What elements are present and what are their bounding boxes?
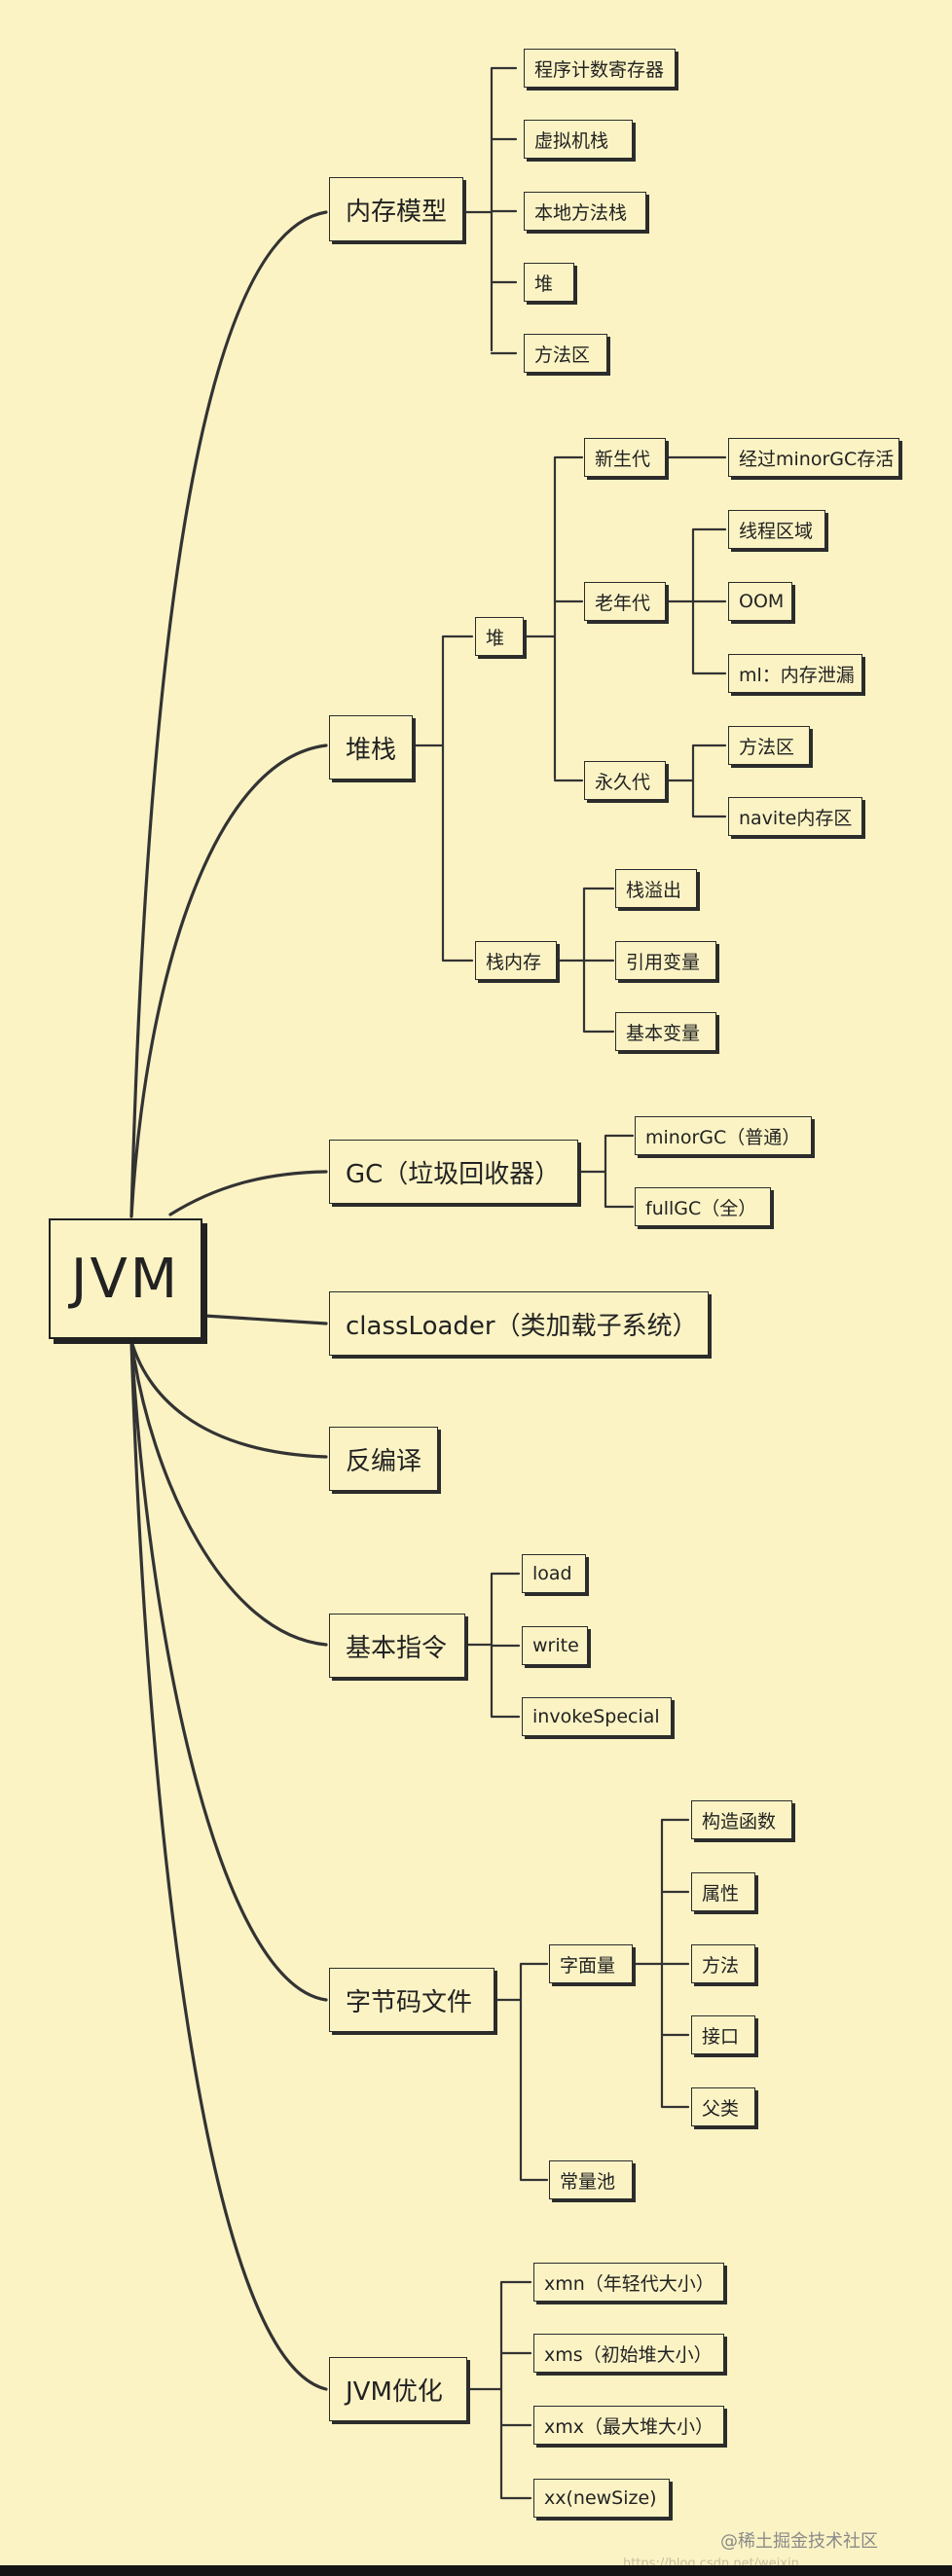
- memory-item[interactable]: 本地方法栈: [524, 192, 646, 231]
- old-item[interactable]: 线程区域: [728, 510, 825, 549]
- branch-bytecode[interactable]: 字节码文件: [329, 1968, 494, 2032]
- stack-item[interactable]: 引用变量: [615, 941, 716, 980]
- stack-memory-node[interactable]: 栈内存: [475, 941, 557, 980]
- branch-instructions[interactable]: 基本指令: [329, 1614, 465, 1678]
- optimize-item[interactable]: xx(newSize): [533, 2479, 670, 2518]
- young-generation-node[interactable]: 新生代: [584, 438, 666, 477]
- instruction-item[interactable]: load: [522, 1554, 586, 1593]
- perm-item[interactable]: 方法区: [728, 726, 810, 765]
- constant-pool-node[interactable]: 常量池: [549, 2160, 633, 2199]
- old-item[interactable]: ml：内存泄漏: [728, 654, 862, 693]
- watermark-text: @稀土掘金技术社区: [720, 2531, 878, 2552]
- heap-node[interactable]: 堆: [475, 617, 524, 656]
- branch-classloader[interactable]: classLoader（类加载子系统）: [329, 1291, 709, 1356]
- literal-item[interactable]: 父类: [691, 2087, 755, 2126]
- root-node-jvm[interactable]: JVM: [49, 1218, 202, 1339]
- branch-jvm-optimize[interactable]: JVM优化: [329, 2357, 467, 2421]
- bottom-bar: [0, 2565, 952, 2576]
- memory-item[interactable]: 方法区: [524, 334, 607, 373]
- branch-heap-stack[interactable]: 堆栈: [329, 715, 413, 780]
- young-item[interactable]: 经过minorGC存活: [728, 438, 899, 477]
- branch-memory-model[interactable]: 内存模型: [329, 177, 463, 241]
- memory-item[interactable]: 堆: [524, 263, 574, 302]
- literal-item[interactable]: 接口: [691, 2015, 755, 2054]
- optimize-item[interactable]: xmn（年轻代大小）: [533, 2263, 724, 2302]
- perm-item[interactable]: navite内存区: [728, 797, 862, 836]
- permanent-generation-node[interactable]: 永久代: [584, 761, 666, 800]
- branch-decompile[interactable]: 反编译: [329, 1427, 438, 1491]
- literal-item[interactable]: 方法: [691, 1944, 755, 1983]
- instruction-item[interactable]: write: [522, 1626, 588, 1665]
- old-item[interactable]: OOM: [728, 582, 792, 621]
- branch-gc[interactable]: GC（垃圾回收器）: [329, 1140, 578, 1204]
- literal-item[interactable]: 属性: [691, 1872, 755, 1911]
- instruction-item[interactable]: invokeSpecial: [522, 1697, 672, 1736]
- old-generation-node[interactable]: 老年代: [584, 582, 666, 621]
- memory-item[interactable]: 程序计数寄存器: [524, 49, 676, 88]
- optimize-item[interactable]: xms（初始堆大小）: [533, 2334, 724, 2373]
- stack-item[interactable]: 基本变量: [615, 1012, 716, 1051]
- optimize-item[interactable]: xmx（最大堆大小）: [533, 2406, 724, 2445]
- literal-node[interactable]: 字面量: [549, 1944, 633, 1983]
- literal-item[interactable]: 构造函数: [691, 1800, 792, 1839]
- gc-item[interactable]: minorGC（普通）: [635, 1116, 812, 1155]
- memory-item[interactable]: 虚拟机栈: [524, 120, 633, 159]
- gc-item[interactable]: fullGC（全）: [635, 1187, 771, 1226]
- stack-item[interactable]: 栈溢出: [615, 869, 697, 908]
